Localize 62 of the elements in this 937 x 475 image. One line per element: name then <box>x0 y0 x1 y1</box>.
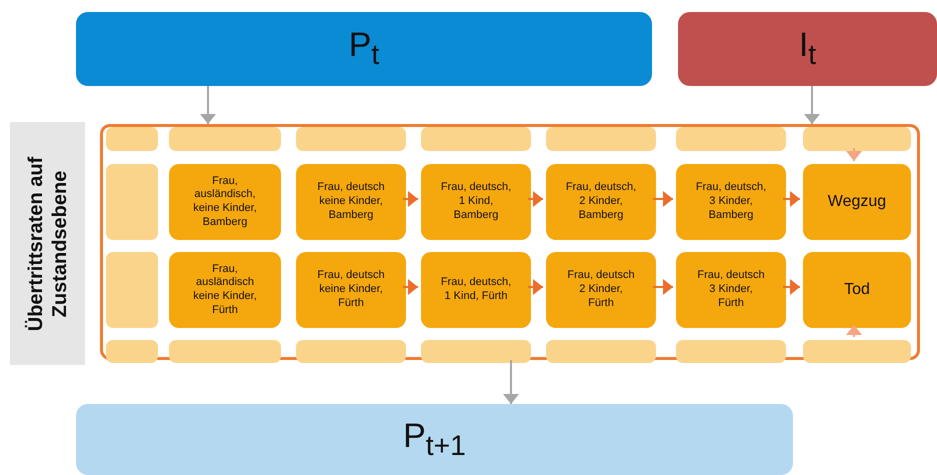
arrow <box>783 279 800 295</box>
formula-label: P$_{t+1}$ <box>403 416 466 464</box>
input-box <box>678 12 937 86</box>
state-label: Frau, deutsch keine Kinder, Fürth <box>316 269 386 311</box>
arrow <box>846 325 862 337</box>
state-box <box>296 164 406 240</box>
faded-state-box <box>169 340 281 363</box>
rotated-label: Übertrittsraten auf Zustandsebene <box>24 155 72 333</box>
arrow <box>804 86 820 124</box>
arrow <box>783 191 800 207</box>
faded-state-box <box>106 127 158 151</box>
arrow <box>403 191 418 207</box>
faded-state-box <box>546 340 656 363</box>
state-label: Frau, ausländisch, keine Kinder, Bamberg <box>192 174 258 230</box>
population-box <box>76 404 793 475</box>
arrow <box>653 191 673 207</box>
state-box <box>546 164 656 240</box>
arrow <box>528 279 543 295</box>
state-label: Frau, deutsch, 2 Kinder, Bamberg <box>565 181 637 223</box>
faded-state-box <box>676 127 786 151</box>
faded-state-box <box>546 127 656 151</box>
arrow <box>403 279 418 295</box>
state-box <box>421 164 531 240</box>
arrow <box>200 86 216 124</box>
arrow <box>846 148 862 161</box>
faded-state-box <box>803 340 911 363</box>
state-label: Frau, deutsch, 1 Kind, Fürth <box>440 276 512 304</box>
faded-state-box <box>106 252 158 328</box>
faded-state-box <box>803 127 911 151</box>
state-box <box>803 164 911 240</box>
faded-state-box <box>100 124 920 360</box>
state-box <box>546 252 656 328</box>
state-box <box>169 164 281 240</box>
state-box <box>676 164 786 240</box>
state-label: Wegzug <box>828 192 886 212</box>
state-label: Frau, deutsch, 1 Kind, Bamberg <box>440 181 512 223</box>
formula-label: P$_{t}$ <box>348 25 380 74</box>
arrow <box>503 360 519 404</box>
state-box <box>421 252 531 328</box>
arrow <box>653 279 673 295</box>
state-box <box>169 252 281 328</box>
state-label: Tod <box>844 280 870 300</box>
faded-state-box <box>421 127 531 151</box>
state-label: Frau, ausländisch keine Kinder, Fürth <box>192 262 258 318</box>
faded-state-box <box>169 127 281 151</box>
formula-label: I$_{t}$ <box>798 25 816 74</box>
state-label: Frau, deutsch, 3 Kinder, Bamberg <box>695 181 767 223</box>
faded-state-box <box>106 340 158 363</box>
side-label-band <box>10 122 85 365</box>
state-box <box>803 252 911 328</box>
faded-state-box <box>676 340 786 363</box>
faded-state-box <box>421 340 531 363</box>
state-label: Frau, deutsch 3 Kinder, Fürth <box>696 269 766 311</box>
arrow <box>528 191 543 207</box>
state-label: Frau, deutsch 2 Kinder, Fürth <box>566 269 636 311</box>
state-label: Frau, deutsch keine Kinder, Bamberg <box>316 181 386 223</box>
faded-state-box <box>106 164 158 240</box>
faded-state-box <box>296 127 406 151</box>
faded-state-box <box>296 340 406 363</box>
population-box <box>76 12 652 86</box>
state-box <box>676 252 786 328</box>
state-box <box>296 252 406 328</box>
